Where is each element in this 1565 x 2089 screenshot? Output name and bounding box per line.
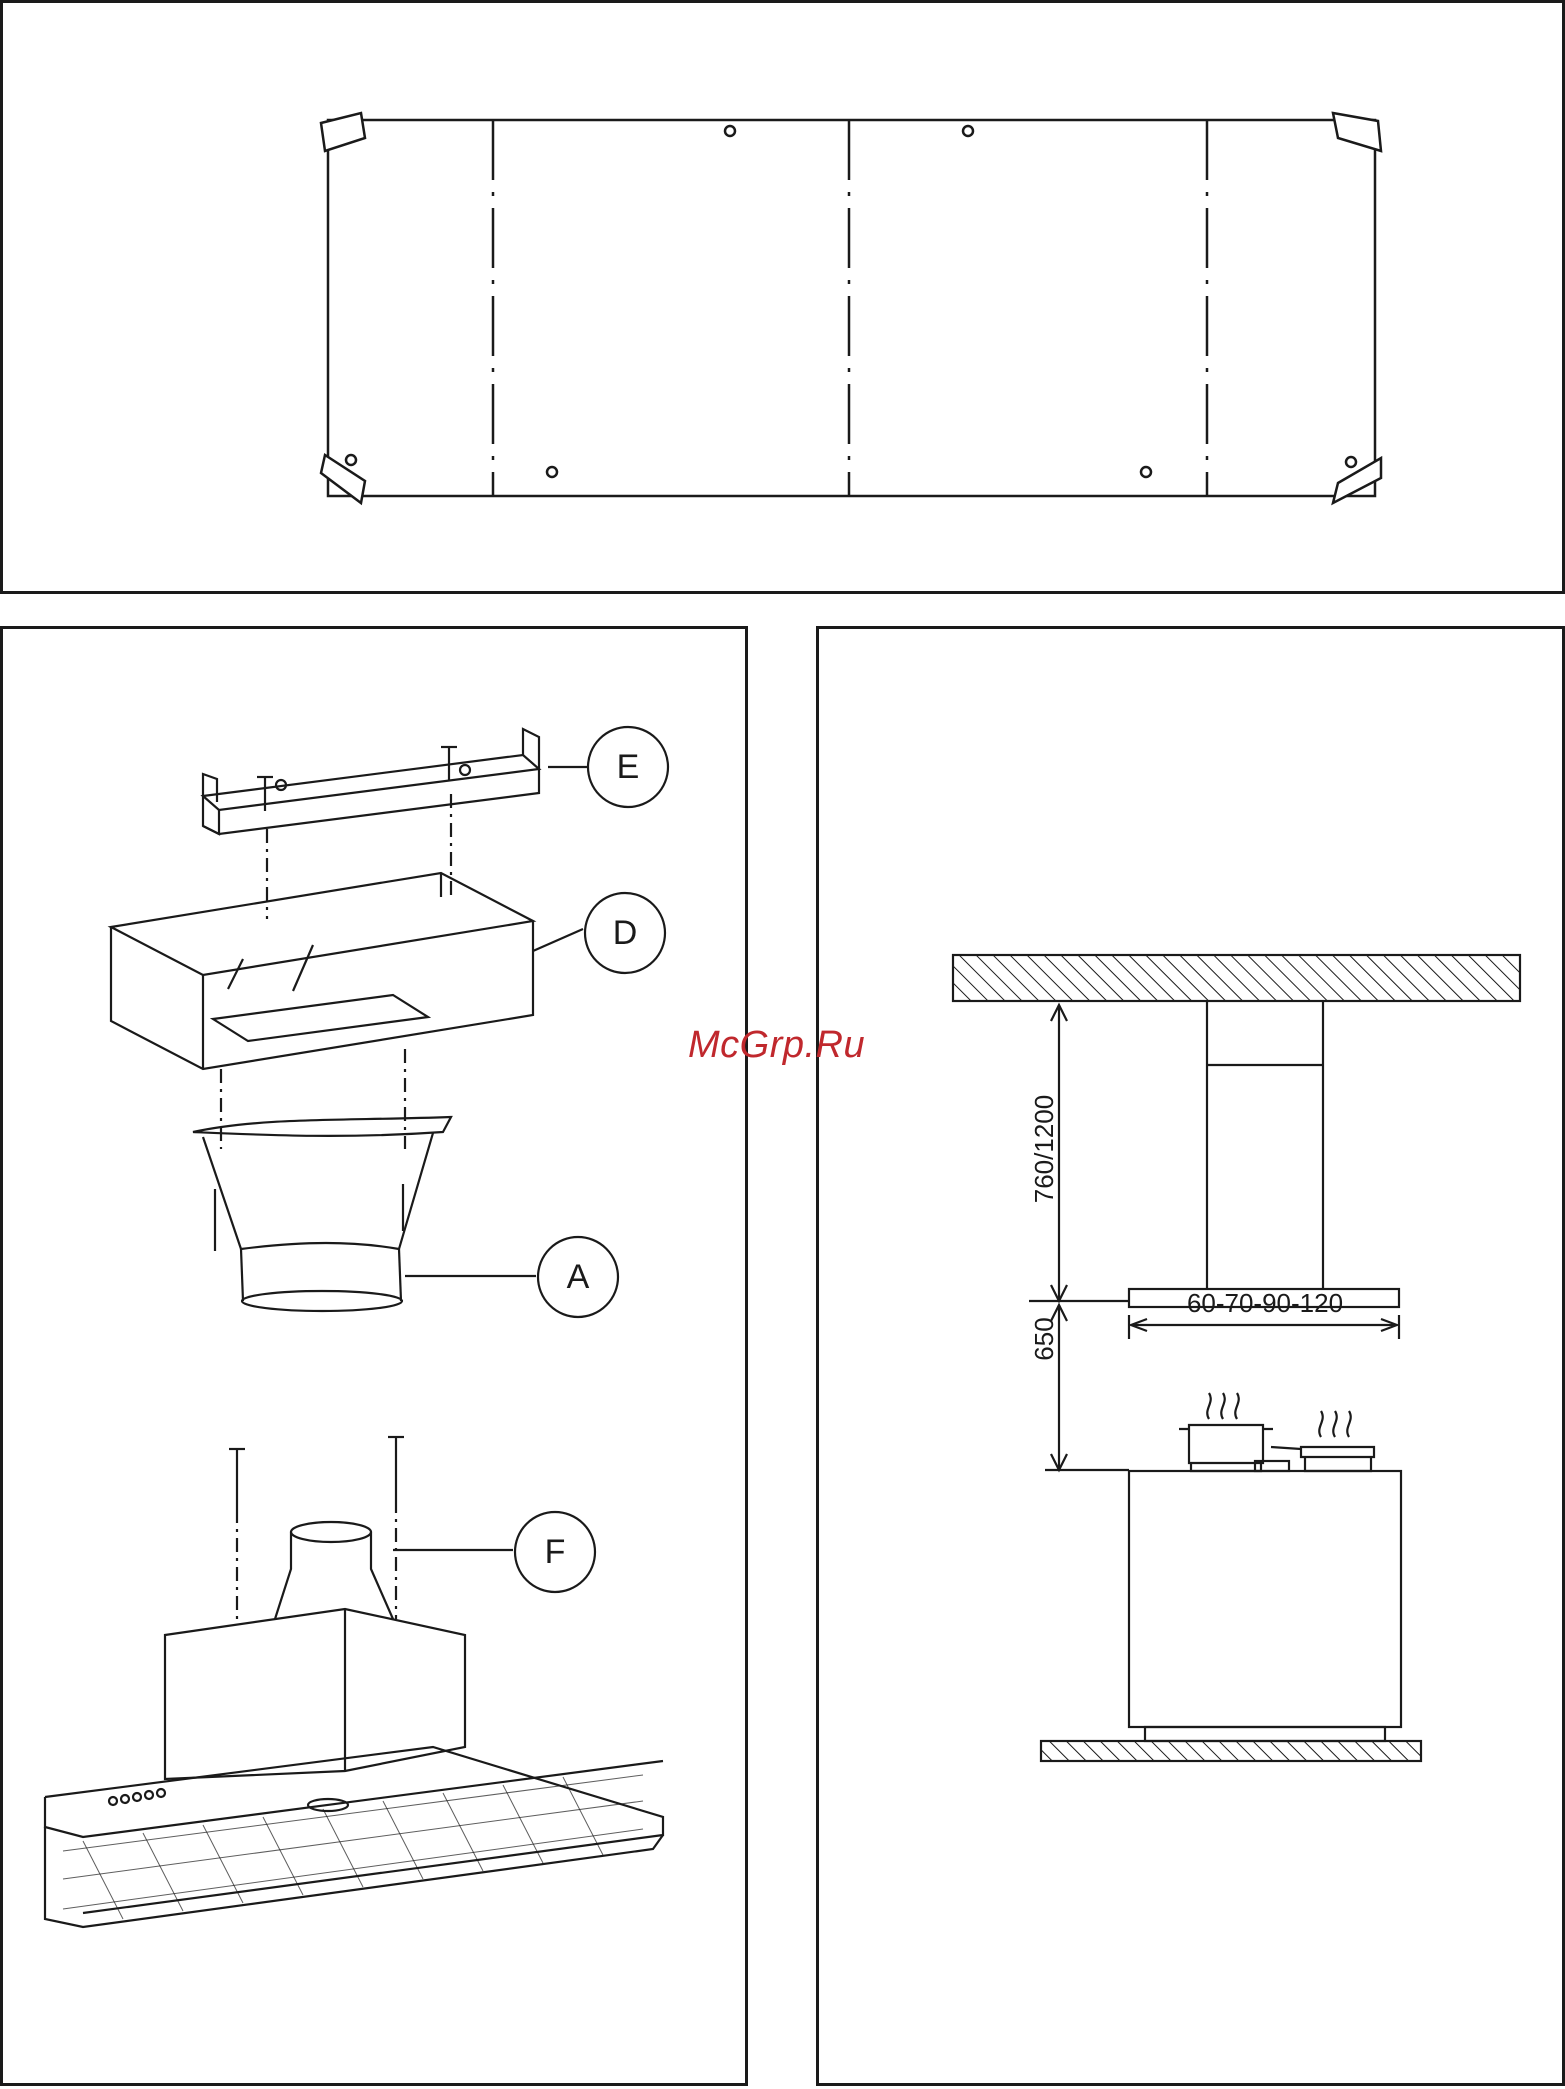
drilling-template-panel [0, 0, 1565, 594]
callout-label-e: E [617, 748, 640, 786]
adapter-box-d [111, 873, 533, 1069]
callout-label-d: D [613, 914, 638, 952]
tape-top-left [321, 113, 365, 151]
callout-label-a: A [567, 1258, 590, 1296]
tape-top-right [1333, 113, 1381, 151]
hole-bottom-4 [1346, 457, 1356, 467]
floor [1041, 1741, 1421, 1761]
watermark-text: McGrp.Ru [688, 1024, 865, 1067]
assembly-panel: E D A F [0, 626, 748, 2086]
installation-dimensions-panel: 760/1200 60-70-90-120 650 [816, 626, 1565, 2086]
frying-pan [1301, 1447, 1374, 1457]
template-sheet-outline [328, 120, 1375, 496]
hole-bottom-3 [1141, 467, 1151, 477]
hood-with-collar-f [45, 1437, 663, 1927]
hole-bottom-2 [547, 467, 557, 477]
cooker-plinth [1145, 1727, 1385, 1741]
leader-d [533, 929, 583, 951]
assembly-drawing: E D A F [3, 629, 751, 2089]
hole-top-1 [725, 126, 735, 136]
dim-label-hood-width: 60-70-90-120 [1187, 1288, 1343, 1318]
mounting-bracket-e [203, 729, 539, 834]
drilling-template-drawing [3, 3, 1565, 597]
ceiling [953, 955, 1520, 1001]
cooker-unit [1129, 1471, 1401, 1727]
callout-label-f: F [545, 1533, 566, 1571]
hole-top-2 [963, 126, 973, 136]
installation-dimensions-drawing: 760/1200 60-70-90-120 650 [819, 629, 1565, 2089]
chimney [1207, 1001, 1323, 1289]
adapter-collar-a [193, 1117, 451, 1311]
pot [1189, 1425, 1263, 1463]
hole-bottom-1 [346, 455, 356, 465]
dim-label-chimney-height: 760/1200 [1029, 1095, 1059, 1203]
dim-label-hob-clearance: 650 [1029, 1317, 1059, 1360]
